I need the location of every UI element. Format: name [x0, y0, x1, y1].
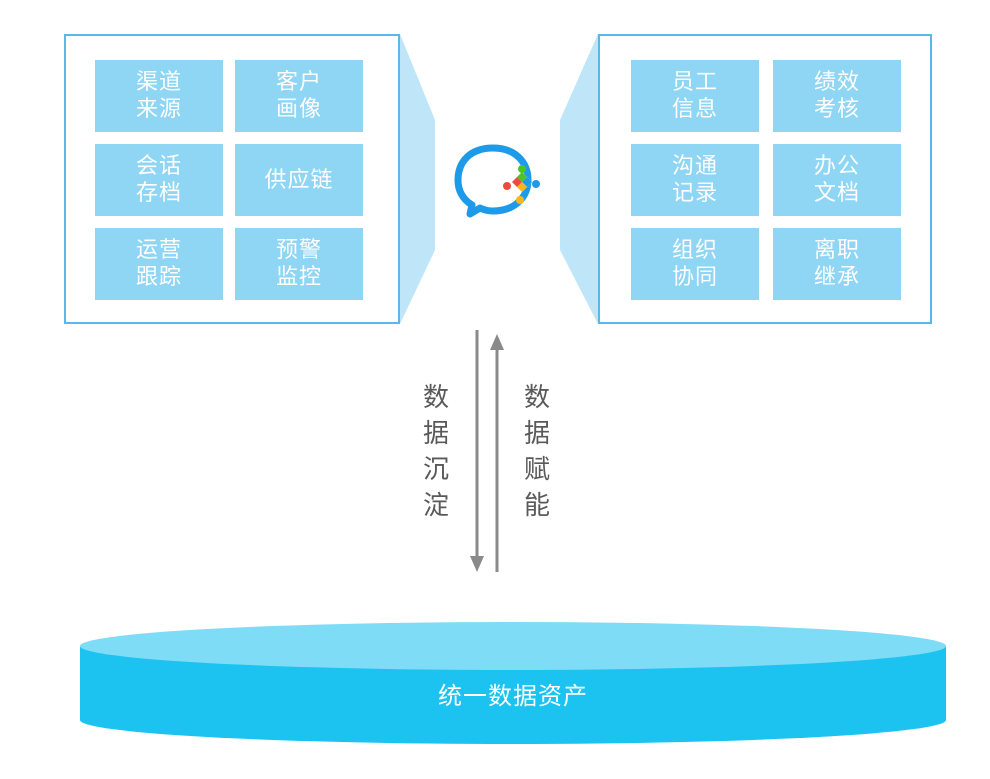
right-panel: 员工 信息 绩效 考核 沟通 记录 办公 文档 组织 协同 离职 继承 — [598, 34, 932, 324]
tile-alert-monitoring: 预警 监控 — [235, 228, 363, 300]
right-tile-grid: 员工 信息 绩效 考核 沟通 记录 办公 文档 组织 协同 离职 继承 — [631, 60, 901, 300]
tile-channel-source: 渠道 来源 — [95, 60, 223, 132]
tile-operation-tracking: 运营 跟踪 — [95, 228, 223, 300]
tile-performance-review: 绩效 考核 — [773, 60, 901, 132]
tile-supply-chain: 供应链 — [235, 144, 363, 216]
down-arrow — [470, 330, 484, 572]
up-arrow — [490, 334, 504, 572]
tile-employee-info: 员工 信息 — [631, 60, 759, 132]
tile-communication-record: 沟通 记录 — [631, 144, 759, 216]
wecom-chat-icon — [454, 144, 540, 218]
database-cylinder — [80, 622, 946, 744]
left-wedge — [400, 34, 435, 324]
data-empowerment-label: 数据赋能 — [523, 383, 550, 521]
tile-customer-profile: 客户 画像 — [235, 60, 363, 132]
data-sedimentation-label: 数据沉淀 — [422, 383, 449, 521]
tile-session-archive: 会话 存档 — [95, 144, 223, 216]
left-tile-grid: 渠道 来源 客户 画像 会话 存档 供应链 运营 跟踪 预警 监控 — [95, 60, 363, 300]
unified-data-asset-label: 统一数据资产 — [438, 682, 588, 710]
tile-org-collaboration: 组织 协同 — [631, 228, 759, 300]
tile-office-documents: 办公 文档 — [773, 144, 901, 216]
left-panel: 渠道 来源 客户 画像 会话 存档 供应链 运营 跟踪 预警 监控 — [64, 34, 400, 324]
right-wedge — [560, 34, 598, 324]
tile-resignation-inheritance: 离职 继承 — [773, 228, 901, 300]
